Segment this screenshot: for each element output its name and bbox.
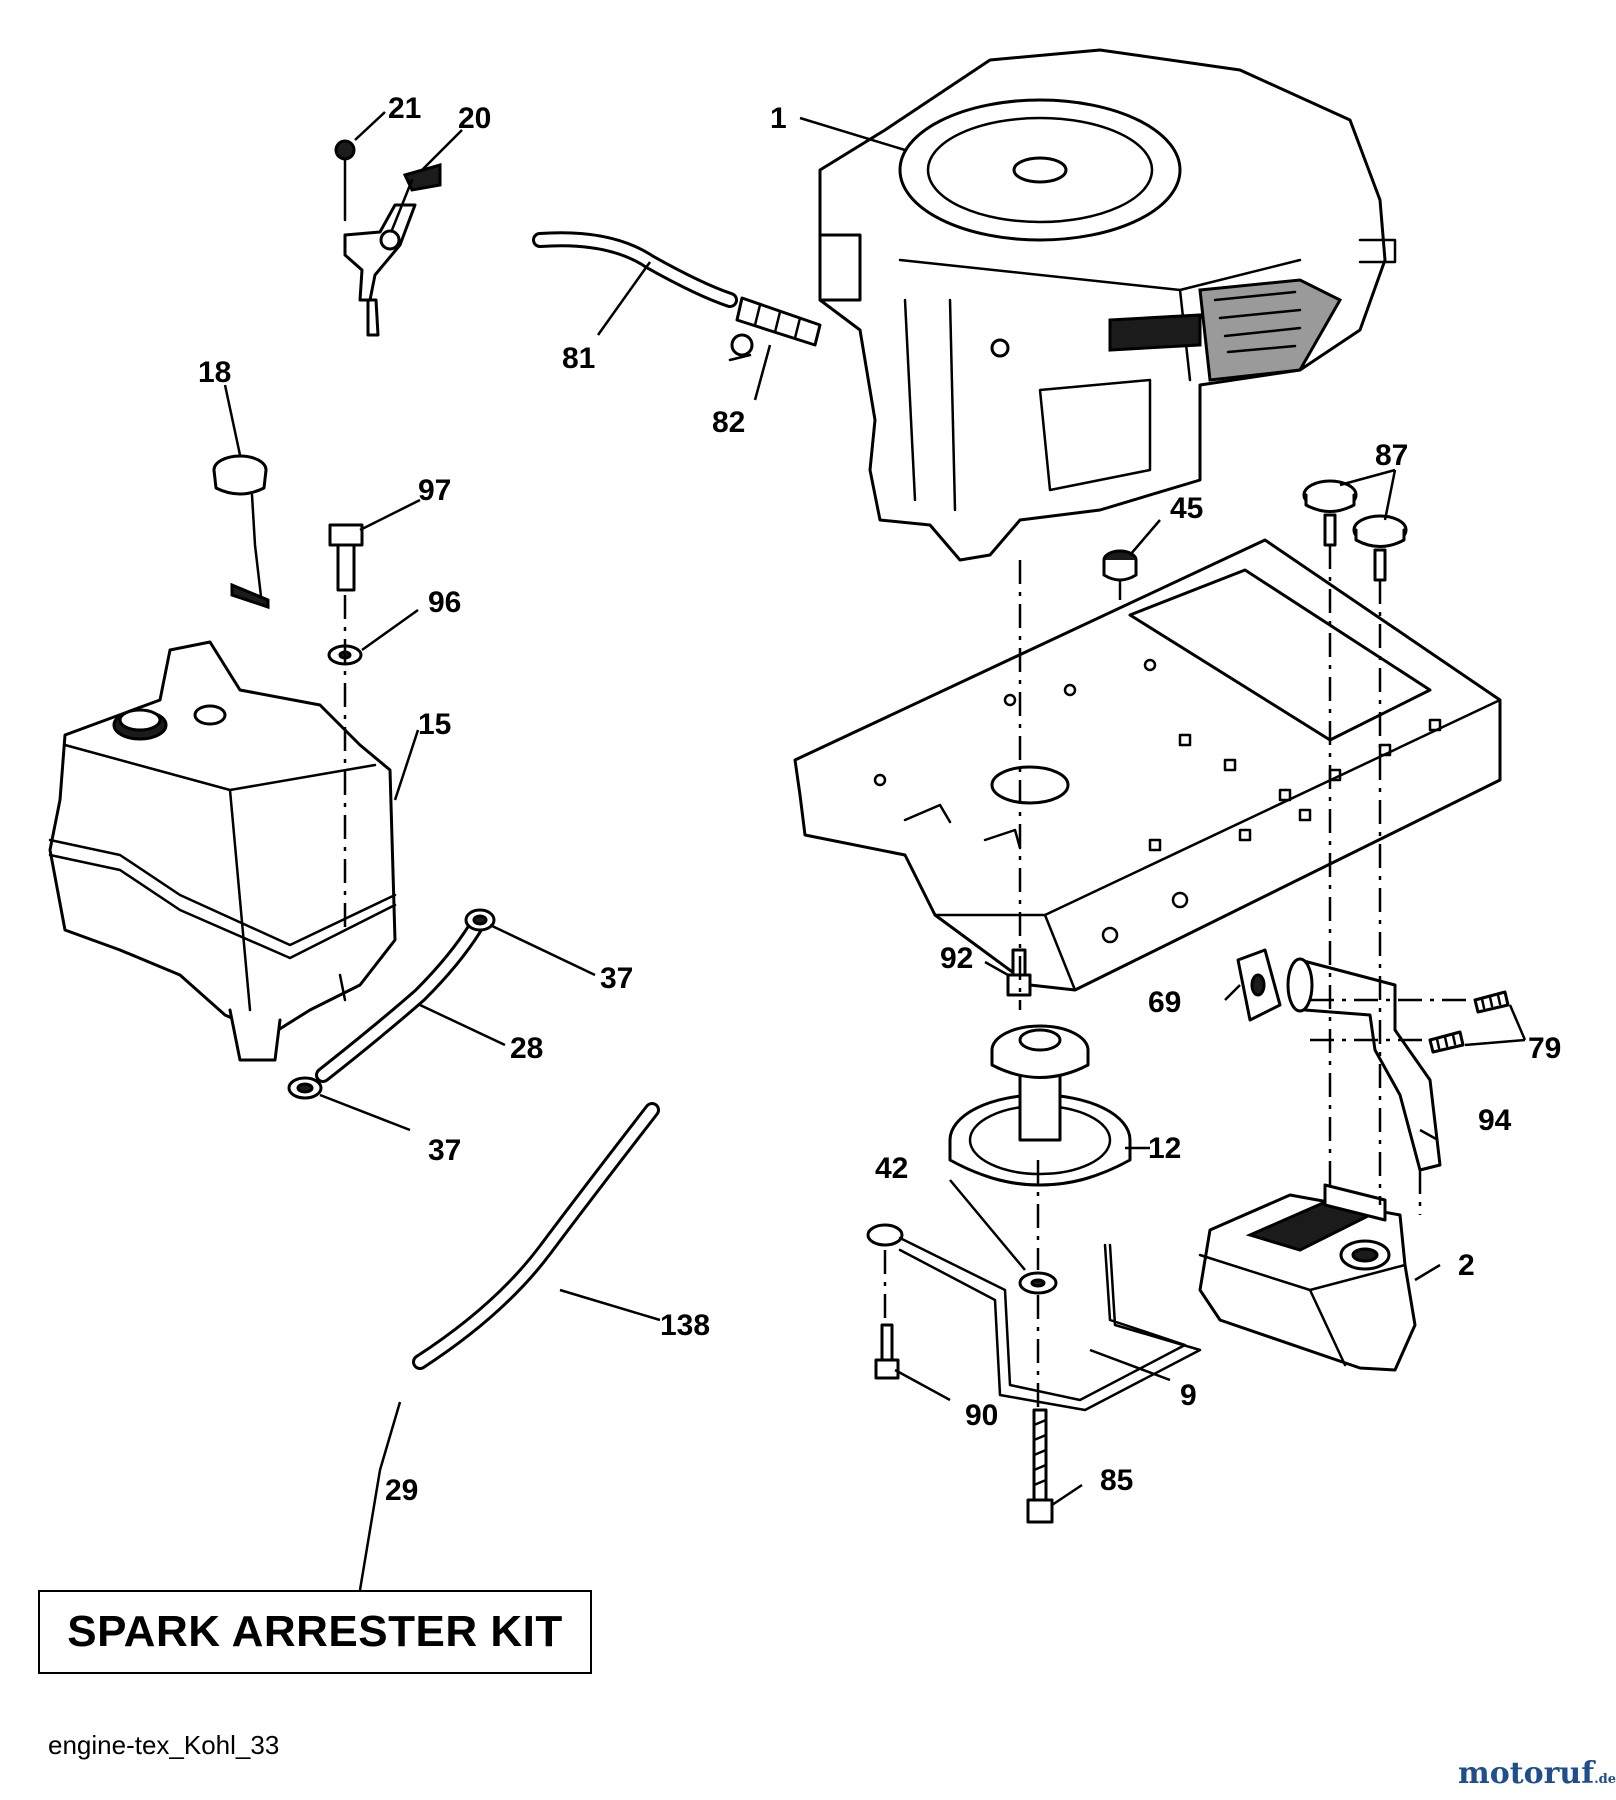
diagram-reference: engine-tex_Kohl_33 — [48, 1730, 280, 1760]
callout-94: 94 — [1478, 1104, 1512, 1137]
callout-2: 2 — [1458, 1249, 1475, 1282]
callout-81: 81 — [562, 342, 595, 375]
bolt-97 — [328, 523, 364, 592]
callout-37-upper: 37 — [600, 962, 633, 995]
callout-37-lower: 37 — [428, 1134, 461, 1167]
callout-29: 29 — [385, 1474, 418, 1507]
callout-18: 18 — [198, 356, 231, 389]
washer-42 — [1018, 1271, 1058, 1295]
watermark-logo: motoruf.de — [1458, 1756, 1616, 1791]
fuel-cap — [212, 454, 270, 610]
fuel-line-hose-core — [535, 234, 735, 305]
callout-21: 21 — [388, 92, 421, 125]
throttle-bracket — [334, 139, 442, 337]
hose-clamp-lower — [287, 1076, 323, 1100]
callout-69: 69 — [1148, 986, 1181, 1019]
exhaust-pipe-94 — [1286, 957, 1442, 1172]
spark-arrester-kit-label: SPARK ARRESTER KIT — [67, 1607, 563, 1656]
nut-45 — [1102, 549, 1138, 582]
knob-87-right — [1352, 514, 1408, 582]
bolt-85 — [1026, 1408, 1054, 1524]
callout-90: 90 — [965, 1399, 998, 1432]
watermark-brand: motoruf — [1458, 1756, 1595, 1791]
pulley-12 — [948, 1024, 1132, 1187]
vent-hose-core — [415, 1105, 657, 1367]
callout-20: 20 — [458, 102, 491, 135]
callout-85: 85 — [1100, 1464, 1133, 1497]
callout-28: 28 — [510, 1032, 543, 1065]
callout-87: 87 — [1375, 439, 1408, 472]
callout-9: 9 — [1180, 1379, 1197, 1412]
bolt-90 — [874, 1323, 900, 1380]
gasket-69 — [1236, 948, 1282, 1022]
bracket-rod-9 — [866, 1223, 1202, 1412]
callout-138: 138 — [660, 1309, 710, 1342]
leader-lines — [223, 111, 1527, 1591]
callout-79: 79 — [1528, 1032, 1561, 1065]
callout-12: 12 — [1148, 1132, 1181, 1165]
callout-96: 96 — [428, 586, 461, 619]
spark-arrester-kit-box: SPARK ARRESTER KIT — [38, 1590, 592, 1674]
watermark-suffix: .de — [1594, 1772, 1616, 1787]
callout-92: 92 — [940, 942, 973, 975]
exhaust-bolts-79 — [1428, 990, 1510, 1054]
callout-45: 45 — [1170, 492, 1203, 525]
callout-15: 15 — [418, 708, 451, 741]
callout-numbers: 1 2 9 12 15 18 20 21 28 29 37 37 42 45 6… — [198, 92, 1561, 1507]
callout-82: 82 — [712, 406, 745, 439]
engine-part — [818, 48, 1397, 562]
alignment-lines — [343, 545, 1475, 1410]
fuel-filter — [728, 296, 822, 362]
callout-97: 97 — [418, 474, 451, 507]
fuel-tank — [48, 640, 397, 1062]
muffler-2 — [1198, 1183, 1417, 1372]
callout-1: 1 — [770, 102, 787, 135]
knob-87-left — [1302, 479, 1358, 547]
callout-42: 42 — [875, 1152, 908, 1185]
frame-plate — [793, 538, 1502, 992]
tank-fuel-line-core — [318, 923, 480, 1080]
hose-clamp-upper — [464, 908, 496, 932]
